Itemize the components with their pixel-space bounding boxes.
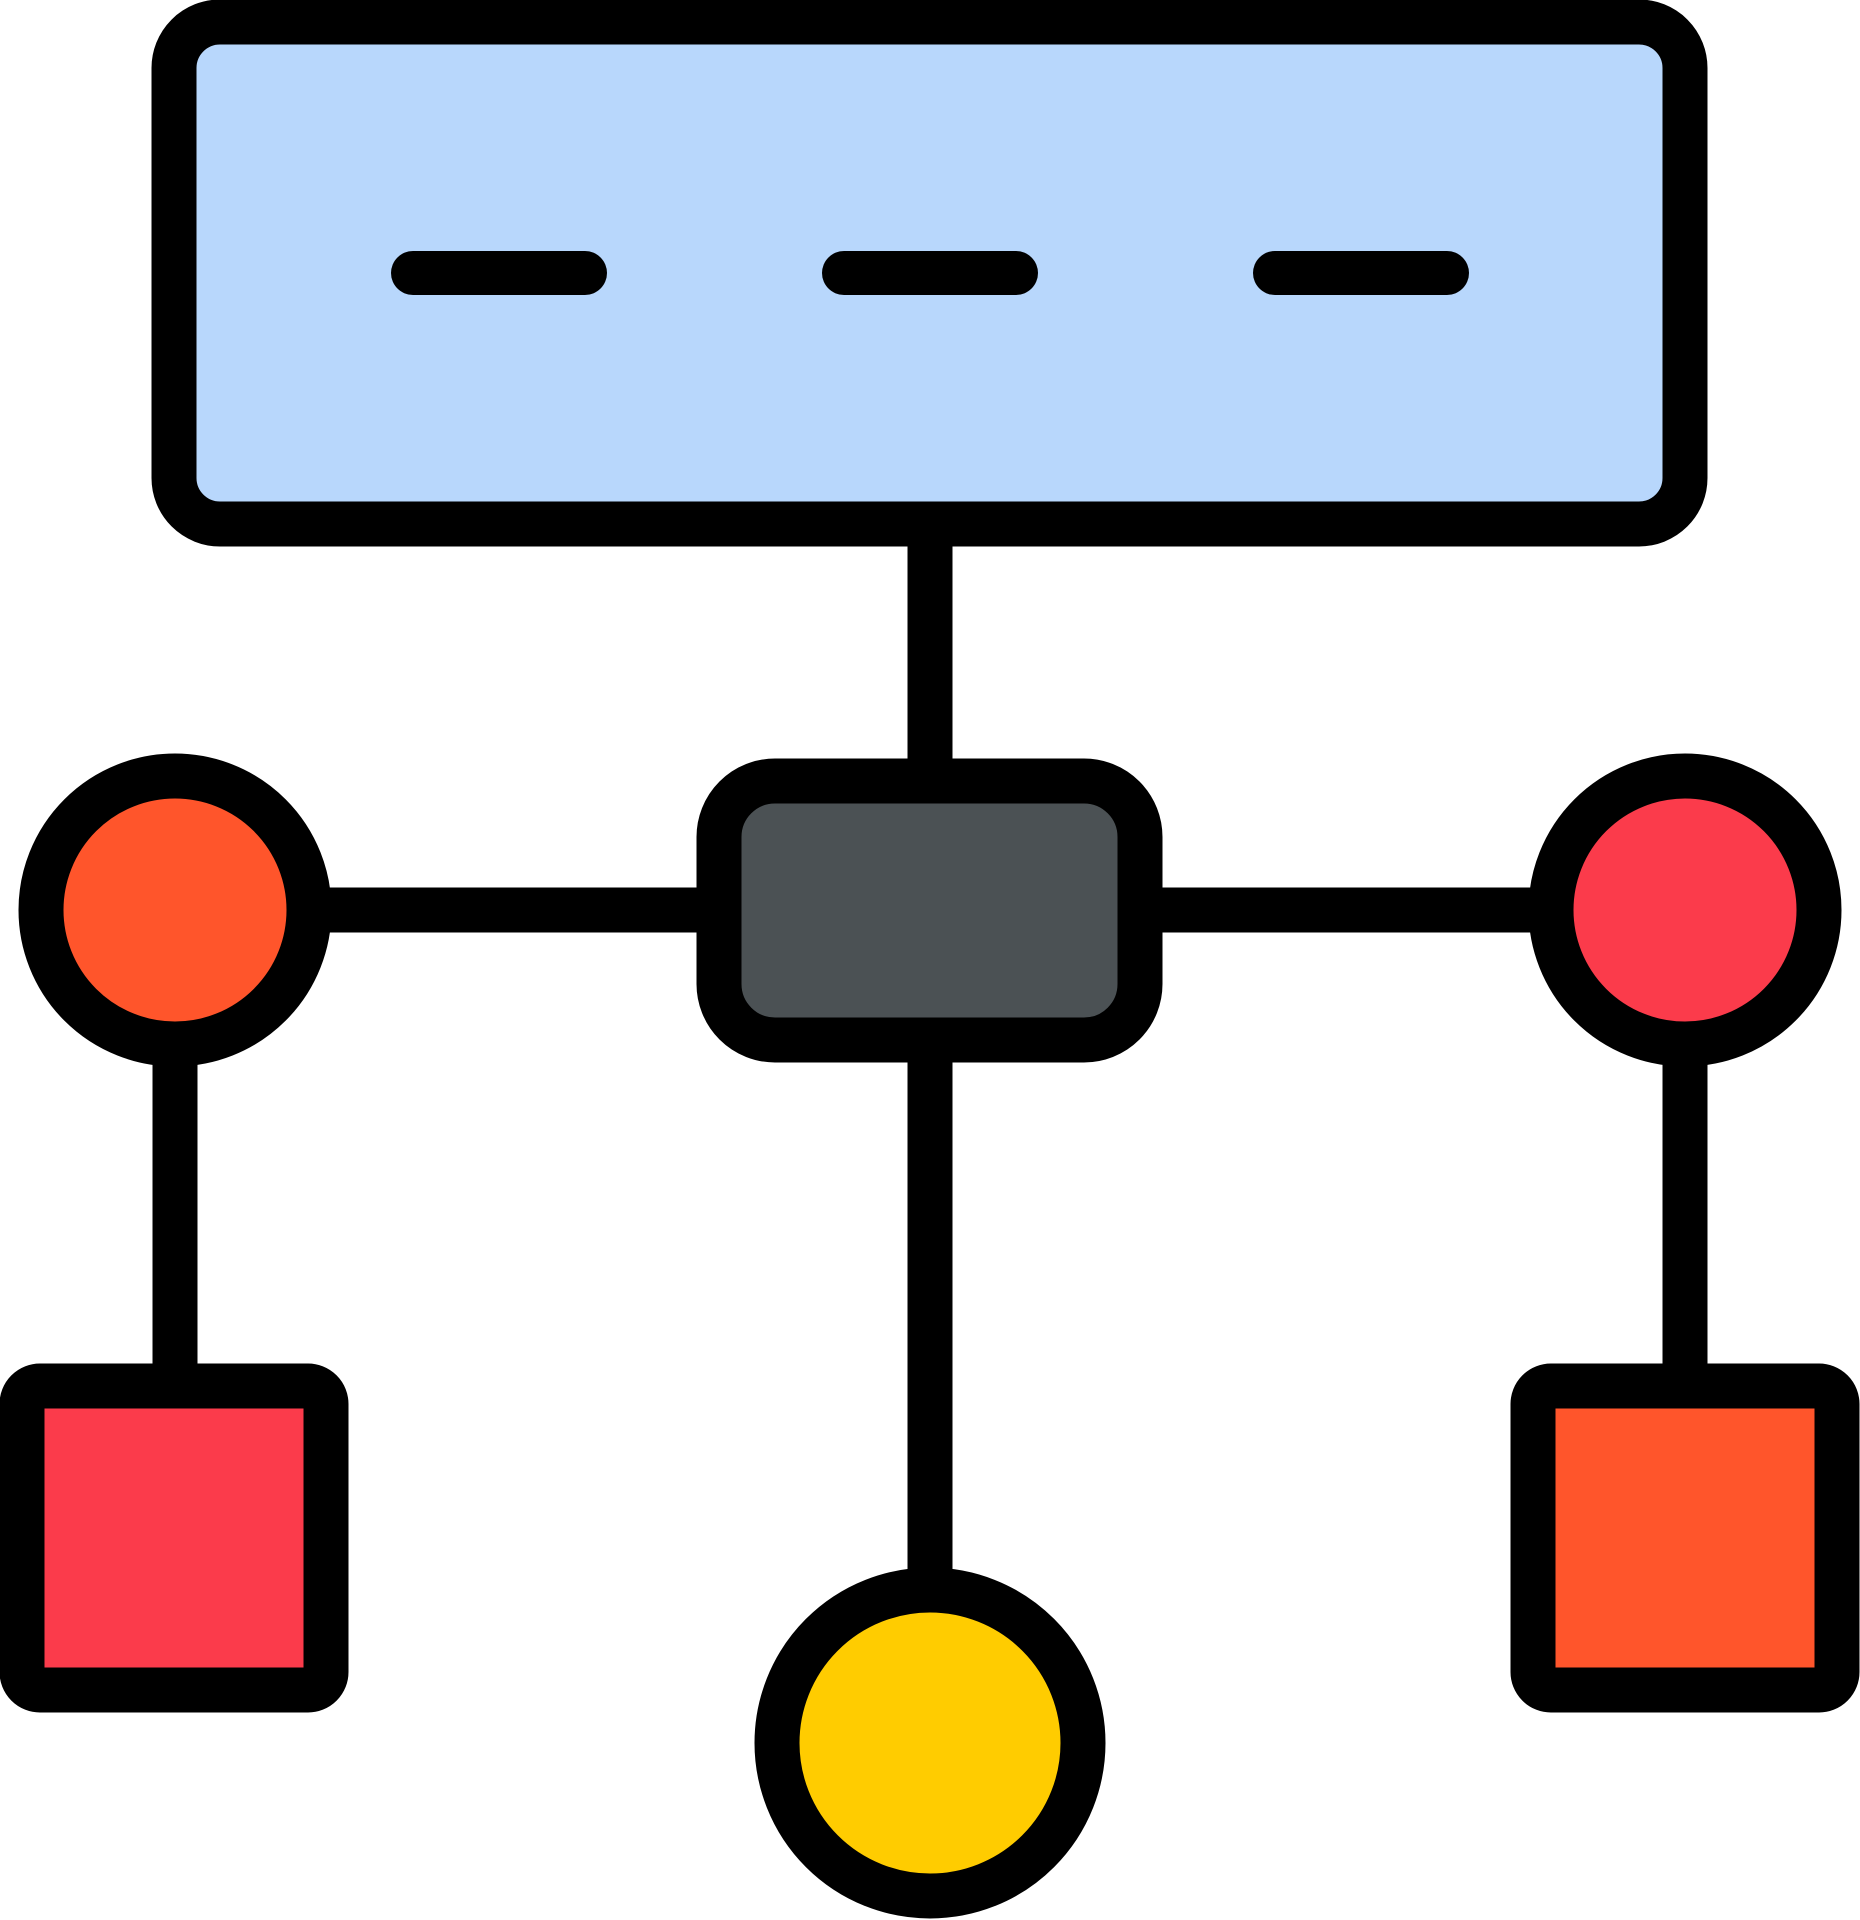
left-circle-node xyxy=(18,753,332,1067)
connectors xyxy=(152,524,1708,1592)
top-panel xyxy=(151,0,1708,547)
center-hub-node xyxy=(696,758,1163,1063)
right-square-node xyxy=(1510,1363,1860,1713)
right-circle-node xyxy=(1528,753,1842,1067)
left-square-node xyxy=(0,1363,349,1713)
bottom-circle-node xyxy=(754,1567,1106,1919)
